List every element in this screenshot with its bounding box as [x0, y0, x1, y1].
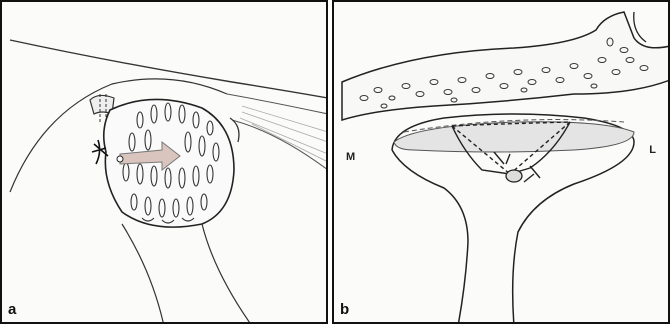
acromion-line — [10, 40, 328, 98]
shoulder-illustration-a — [2, 2, 328, 324]
bone-tunnel — [506, 170, 522, 182]
figure-panel-a: a — [0, 0, 328, 324]
tendon-fibers — [240, 106, 328, 162]
shoulder-illustration-b — [334, 2, 670, 324]
acromion-notch — [634, 12, 646, 42]
panel-label-a: a — [8, 301, 16, 318]
panel-label-b: b — [340, 301, 349, 318]
tendon-top — [227, 94, 328, 114]
figure-panel-b: M L b — [332, 0, 670, 324]
lateral-label: L — [649, 144, 656, 156]
articular-surface — [394, 122, 634, 152]
humeral-shaft-right — [202, 224, 252, 324]
humeral-shaft-left — [122, 224, 164, 324]
humerus-outline-left — [392, 150, 468, 324]
acromion-bone — [342, 12, 670, 120]
arrow-origin — [117, 156, 123, 162]
medial-label: M — [346, 151, 355, 163]
